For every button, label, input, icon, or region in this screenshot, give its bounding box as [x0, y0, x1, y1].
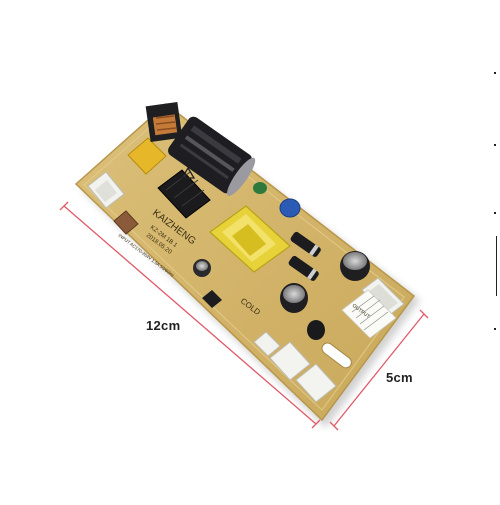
bulk-capacitor [168, 116, 256, 196]
x-capacitor [127, 137, 167, 175]
y-capacitor [279, 198, 301, 218]
spec-label [341, 289, 397, 339]
inductor-round [307, 320, 325, 340]
output-capacitor-a [280, 283, 308, 313]
heatsink [157, 166, 211, 219]
fuse-block [113, 210, 139, 235]
choke-coil [145, 101, 183, 143]
width-label: 5cm [386, 370, 413, 385]
edge-fragment-mark [494, 328, 496, 330]
input-connector [87, 171, 125, 209]
con3-connector [269, 341, 311, 381]
edge-fragment-mark [494, 72, 496, 74]
edge-fragment-mark [494, 212, 496, 214]
edge-fragment-mark [494, 144, 496, 146]
output-capacitor-b [340, 251, 370, 281]
small-capacitor-left [193, 259, 211, 277]
transformer [209, 205, 291, 273]
rectifier-diodes [288, 231, 321, 281]
length-dimension [59, 201, 321, 429]
green-capacitor [253, 182, 267, 194]
width-dimension [329, 309, 429, 431]
con2-connector [253, 331, 281, 357]
edge-fragment-line [496, 236, 497, 296]
length-label: 12cm [146, 318, 181, 333]
con4-connector [295, 363, 337, 403]
ic-chip [202, 290, 222, 308]
